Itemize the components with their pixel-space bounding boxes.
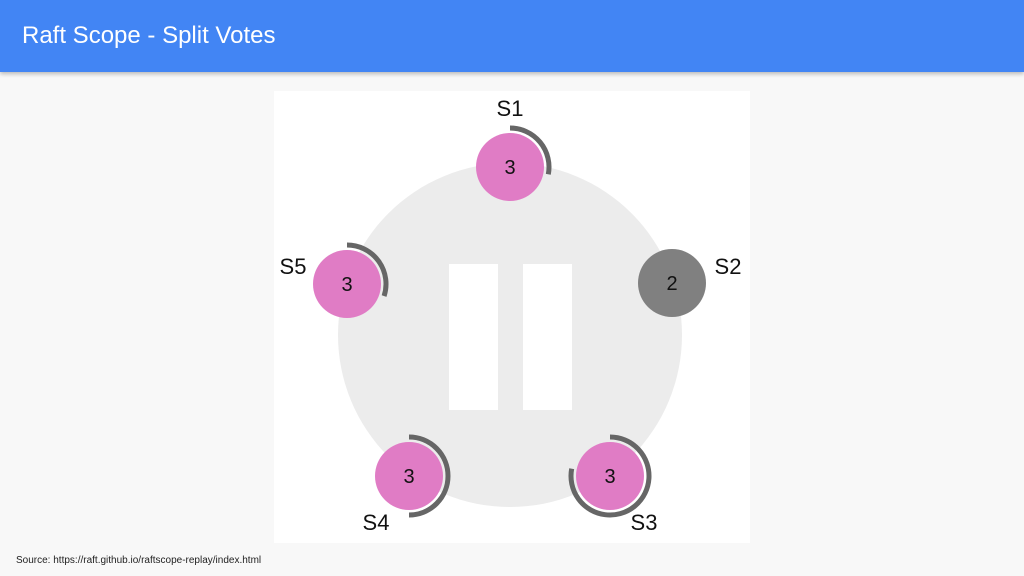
server-circle: [313, 250, 381, 318]
pause-bar-right: [523, 264, 572, 410]
pause-icon[interactable]: [449, 264, 572, 410]
server-term: 3: [504, 157, 515, 179]
server-term: 3: [403, 466, 414, 488]
server-circle: [638, 249, 706, 317]
election-timer-arc: [509, 125, 552, 175]
server-node-s5[interactable]: 3 S5: [280, 242, 389, 318]
server-label: S3: [631, 510, 658, 535]
page-title: Raft Scope - Split Votes: [22, 22, 276, 49]
server-label: S4: [363, 510, 390, 535]
server-node-s1[interactable]: 3 S1: [476, 96, 552, 201]
pause-bar-left: [449, 264, 498, 410]
server-node-s4[interactable]: 3S4: [363, 434, 451, 535]
server-label: S5: [280, 254, 307, 279]
election-timer-arc: [346, 242, 389, 297]
server-node-s2[interactable]: 2 S2: [638, 249, 741, 317]
header-bar: Raft Scope - Split Votes: [0, 0, 1024, 72]
server-circle: [576, 442, 644, 510]
election-timer-arc: [568, 434, 652, 518]
server-term: 3: [341, 274, 352, 296]
server-term: 3: [604, 466, 615, 488]
server-node-s3[interactable]: 3S3: [568, 434, 658, 535]
election-timer-arc: [408, 434, 451, 518]
server-label: S1: [497, 96, 524, 121]
source-note: Source: https://raft.github.io/raftscope…: [16, 555, 262, 566]
server-circle: [476, 133, 544, 201]
cluster-ring: [338, 163, 682, 507]
server-label: S2: [715, 254, 742, 279]
server-circle: [375, 442, 443, 510]
server-term: 2: [666, 273, 677, 295]
